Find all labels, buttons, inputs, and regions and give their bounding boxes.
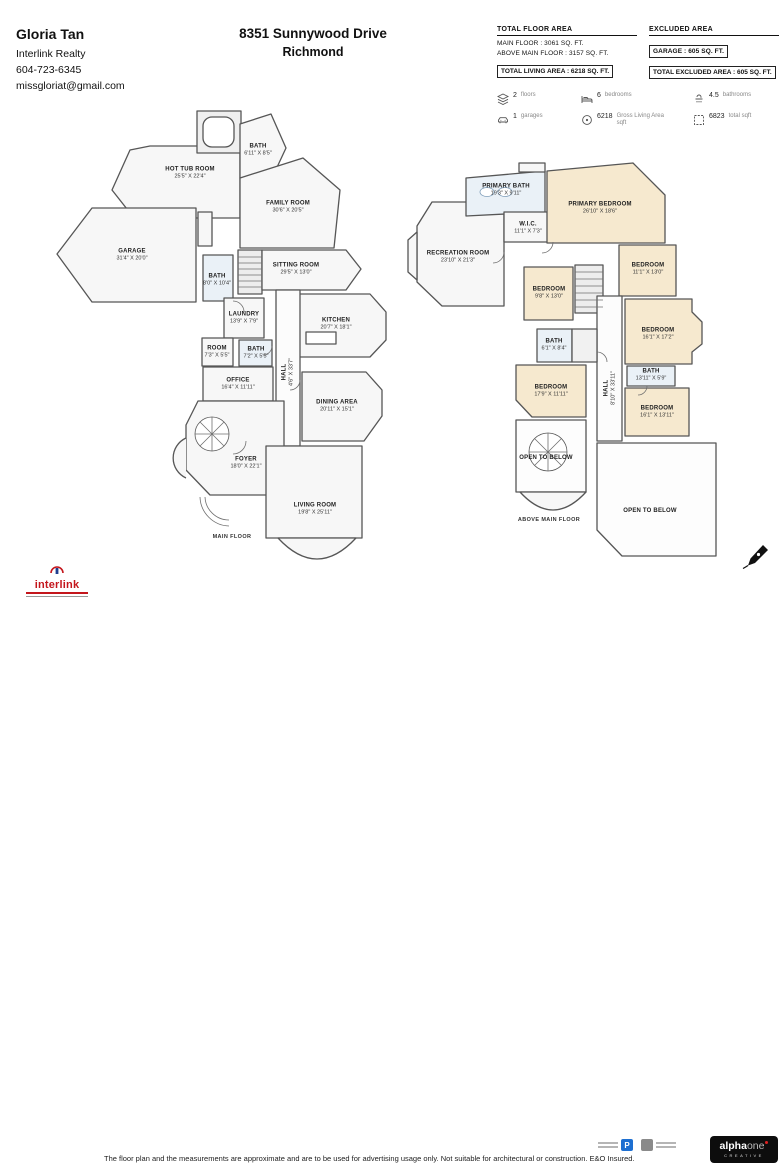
excluded-area-column: EXCLUDED AREA GARAGE : 605 SQ. FT. TOTAL… [649,26,779,79]
alphaone-wordmark: alphaone [720,1141,769,1152]
signature-pen-icon [742,543,770,574]
feature-value: 6823 [709,113,725,120]
interlink-subrule [26,596,88,597]
interlink-rule [26,592,88,594]
badge-emblem-icon [641,1139,653,1151]
badge-text-lines [598,1142,618,1148]
feature-label: bedrooms [604,92,632,98]
total-floor-area-title: TOTAL FLOOR AREA [497,26,637,36]
feature-bedrooms: 6 bedrooms [581,92,693,104]
badge-p-icon: P [621,1139,633,1151]
feature-garages: 1 garages [497,113,581,127]
total-excluded-area: TOTAL EXCLUDED AREA : 605 SQ. FT. [649,66,776,79]
alphaone-tagline: CREATIVE [724,1153,764,1159]
feature-label: garages [520,113,543,119]
feature-value: 2 [513,92,517,99]
feature-label: floors [520,92,536,98]
area-summary: TOTAL FLOOR AREA MAIN FLOOR : 3061 SQ. F… [496,26,779,127]
garage-area: GARAGE : 605 SQ. FT. [649,45,728,58]
floor-plan-drawing [56,110,717,560]
interlink-logo-mark [50,566,64,574]
above-main-floor-plan [407,162,717,557]
agent-email: missgloriat@gmail.com [16,79,125,92]
feature-gross-living: 6218 Gross Living Area sqft [581,113,693,127]
feature-label: bathrooms [722,92,752,98]
floors-icon [496,92,510,106]
disclaimer-text: The floor plan and the measurements are … [104,1154,635,1163]
total-living-area: TOTAL LIVING AREA : 6218 SQ. FT. [497,65,614,78]
feature-value: 6218 [597,113,613,120]
area-circle-icon [581,113,593,125]
certification-badge-1: P [598,1139,633,1151]
feature-total-sqft: 6823 total sqft [693,113,777,127]
agent-info: Gloria Tan Interlink Realty 604-723-6345… [16,26,125,94]
alphaone-red-dot [765,1140,769,1144]
agent-phone: 604-723-6345 [16,63,82,76]
feature-bathrooms: 4.5 bathrooms [693,92,777,104]
shower-icon [693,92,705,104]
property-address: 8351 Sunnywood Drive Richmond [213,26,413,59]
feature-value: 1 [513,113,517,120]
footer: interlink The floor plan and the measure… [0,566,783,1163]
address-line: 8351 Sunnywood Drive [239,26,387,41]
certification-badge-2 [641,1139,676,1151]
certification-badges: P [598,1139,676,1151]
ruler-square-icon [693,113,705,125]
agent-name: Gloria Tan [16,26,85,42]
total-floor-area-column: TOTAL FLOOR AREA MAIN FLOOR : 3061 SQ. F… [497,26,637,79]
feature-floors: 2 floors [496,92,581,106]
excluded-area-title: EXCLUDED AREA [649,26,779,36]
above-main-floor-area: ABOVE MAIN FLOOR : 3157 SQ. FT. [497,50,609,57]
city-line: Richmond [282,45,344,59]
feature-value: 6 [597,92,601,99]
alphaone-logo: alphaone CREATIVE [710,1136,778,1163]
property-features: 2 floors 6 bedrooms 4.5 bathrooms 1 gara… [496,92,779,127]
feature-label: total sqft [728,113,752,119]
plan-details [194,187,648,527]
badge-text-lines [656,1142,676,1148]
main-floor-area: MAIN FLOOR : 3061 SQ. FT. [497,40,584,47]
interlink-logo: interlink [26,561,88,597]
feature-value: 4.5 [709,92,719,99]
bed-icon [581,92,593,104]
interlink-logo-text: interlink [34,579,80,591]
car-icon [497,113,509,125]
main-floor-plan [56,110,387,560]
feature-label: Gross Living Area sqft [616,113,664,127]
agent-company: Interlink Realty [16,48,86,60]
